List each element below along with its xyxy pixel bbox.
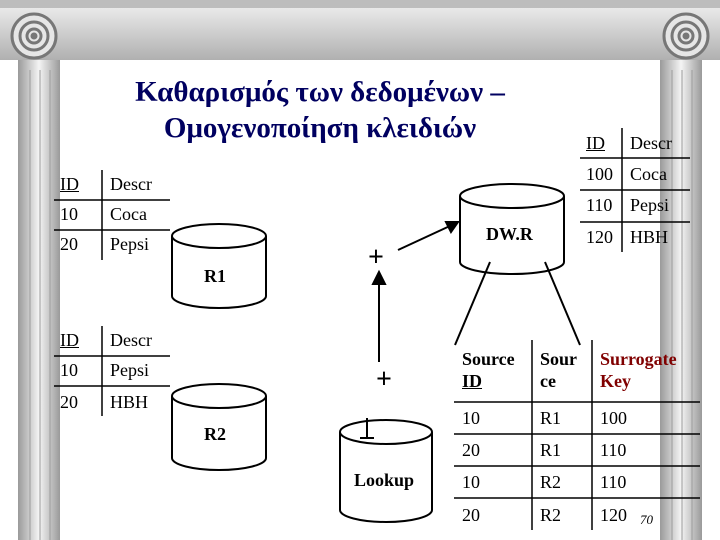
dwr-to-lookup-link2: [544, 261, 581, 346]
lookup-cell: 100: [600, 408, 627, 428]
source2-header-descr: Descr: [110, 330, 152, 350]
source1-cell: 10: [60, 204, 78, 224]
source1-header-descr: Descr: [110, 174, 152, 194]
source2-header-id: ID: [60, 330, 79, 350]
warehouse-header-descr: Descr: [630, 133, 672, 153]
warehouse-table-lines: [580, 128, 690, 252]
page-title: Καθαρισμός των δεδομένων – Ομογενοποίηση…: [100, 74, 540, 146]
lookup-cell: 10: [462, 408, 480, 428]
r1-cylinder: [171, 223, 267, 309]
arrow-up-head: [371, 269, 387, 285]
r2-label: R2: [204, 424, 226, 444]
source1-cell: Coca: [110, 204, 147, 224]
source1-cell: 20: [60, 234, 78, 254]
title-line-1: Καθαρισμός των δεδομένων –: [135, 76, 505, 108]
warehouse-cell: 100: [586, 164, 613, 184]
volute-right-icon: [662, 12, 710, 60]
r2-cylinder: [171, 383, 267, 471]
lookup-cell: R1: [540, 440, 562, 460]
lookup-cell: 20: [462, 505, 480, 525]
arrow-to-dwr-head: [444, 221, 460, 234]
lookup-header-source-id: Source ID: [462, 349, 515, 391]
lookup-cell: R2: [540, 472, 562, 492]
lookup-cell: 20: [462, 440, 480, 460]
merge-plus-top: +: [368, 242, 384, 273]
source2-cell: 10: [60, 360, 78, 380]
source1-table-lines: [54, 170, 170, 260]
warehouse-cell: Coca: [630, 164, 667, 184]
lookup-table-lines: [454, 340, 700, 530]
dwr-to-lookup-link: [454, 261, 491, 346]
warehouse-header-id: ID: [586, 133, 605, 153]
merge-plus-bottom: +: [376, 364, 392, 395]
dwr-label: DW.R: [486, 224, 533, 244]
r1-label: R1: [204, 266, 226, 286]
dwr-cylinder: [459, 183, 565, 275]
volute-left-icon: [10, 12, 58, 60]
source2-cell: HBH: [110, 392, 149, 412]
source1-cell: Pepsi: [110, 234, 150, 254]
source2-table-lines: [54, 326, 170, 416]
lookup-header-surrogate-key: Surrogate Key: [600, 349, 677, 391]
lookup-label: Lookup: [354, 470, 415, 490]
title-line-2: Ομογενοποίηση κλειδιών: [163, 112, 477, 144]
lookup-cell: 110: [600, 472, 627, 492]
lookup-cell: 10: [462, 472, 480, 492]
lookup-cell: R2: [540, 505, 562, 525]
lookup-cell: 110: [600, 440, 627, 460]
source1-header-id: ID: [60, 174, 79, 194]
arrow-to-dwr: [397, 224, 453, 251]
warehouse-cell: HBH: [630, 227, 669, 247]
lookup-cell: 120: [600, 505, 627, 525]
source2-cell: Pepsi: [110, 360, 150, 380]
lookup-cell: R1: [540, 408, 562, 428]
page-number: 70: [640, 512, 653, 527]
lookup-header-source: Sour ce: [540, 349, 578, 391]
warehouse-cell: 110: [586, 195, 613, 215]
warehouse-cell: 120: [586, 227, 613, 247]
source2-cell: 20: [60, 392, 78, 412]
warehouse-cell: Pepsi: [630, 195, 670, 215]
